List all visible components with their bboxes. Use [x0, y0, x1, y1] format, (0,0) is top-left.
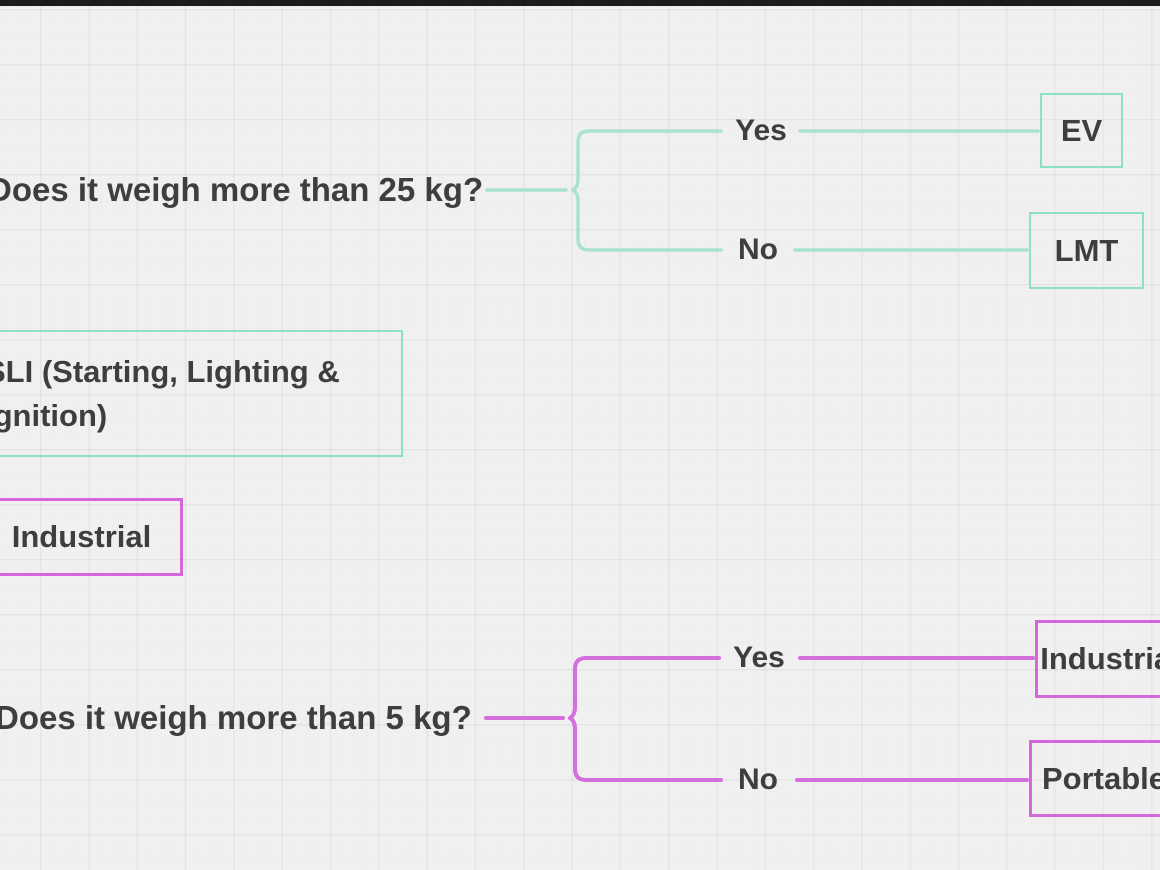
node-question-5kg[interactable]: Does it weigh more than 5 kg?: [0, 699, 472, 736]
node-question-25kg[interactable]: Does it weigh more than 25 kg?: [0, 171, 484, 208]
node-portable[interactable]: Portable: [1029, 740, 1160, 817]
edge-label-25kg-yes[interactable]: Yes: [735, 114, 787, 147]
node-lmt[interactable]: LMT: [1029, 212, 1144, 289]
edge-label-25kg-no[interactable]: No: [738, 233, 778, 266]
node-industrial-left[interactable]: Industrial: [0, 498, 183, 576]
edge-5kg-no-bracket: [568, 716, 723, 782]
node-sli[interactable]: SLI (Starting, Lighting & Ignition): [0, 330, 403, 457]
top-bar: [0, 0, 1160, 6]
edge-5kg-yes-bracket: [568, 656, 721, 720]
edge-25kg-yes-bracket: [571, 129, 723, 192]
node-ev[interactable]: EV: [1040, 93, 1123, 168]
node-industrial-right[interactable]: Industrial: [1035, 620, 1160, 698]
edge-label-5kg-no[interactable]: No: [738, 763, 778, 796]
edge-label-5kg-yes[interactable]: Yes: [733, 641, 785, 674]
edge-25kg-no-bracket: [571, 188, 723, 252]
